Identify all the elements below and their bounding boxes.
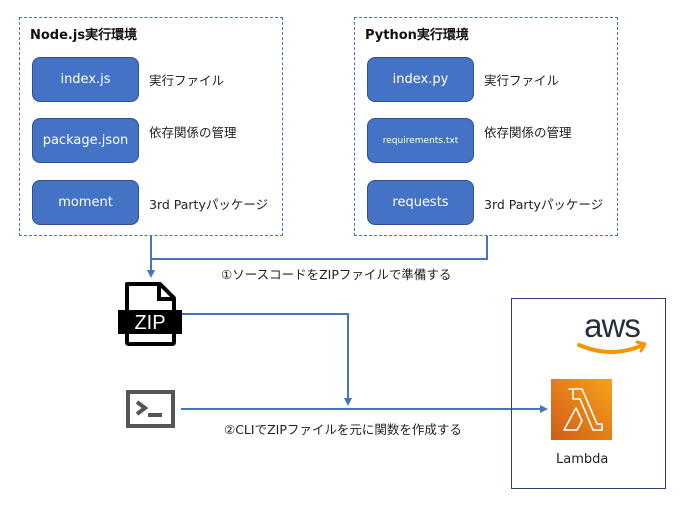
zip-label: ZIP <box>134 312 165 334</box>
connector-python-to-zip <box>151 236 488 260</box>
lambda-icon <box>551 379 612 440</box>
step1-label: ①ソースコードをZIPファイルで準備する <box>221 267 452 282</box>
python-environment: Python実行環境 <box>354 17 618 236</box>
file-box-requirements-txt: requirements.txt <box>367 118 474 163</box>
file-box-package-json: package.json <box>32 118 139 163</box>
aws-logo: aws <box>577 307 647 354</box>
file-description: 実行ファイル <box>149 73 225 88</box>
nodejs-environment: Node.js実行環境 <box>19 17 283 236</box>
zip-file-icon: ZIP <box>118 282 182 346</box>
file-description: 実行ファイル <box>484 73 560 88</box>
file-box-requests: requests <box>367 180 474 225</box>
file-description: 3rd Partyパッケージ <box>484 197 604 212</box>
file-box-index-py: index.py <box>367 57 474 102</box>
file-description: 依存関係の管理 <box>484 125 572 140</box>
terminal-icon <box>126 390 175 428</box>
lambda-label: Lambda <box>556 452 609 467</box>
file-description: 依存関係の管理 <box>149 125 237 140</box>
step2-label: ②CLIでZIPファイルを元に関数を作成する <box>224 422 462 437</box>
aws-cloud-box <box>511 298 666 489</box>
env-title: Node.js実行環境 <box>30 28 138 43</box>
file-description: 3rd Partyパッケージ <box>149 197 269 212</box>
connector-zip-to-cli-line <box>181 313 352 406</box>
file-box-index-js: index.js <box>32 57 139 102</box>
file-box-moment: moment <box>32 180 139 225</box>
env-title: Python実行環境 <box>365 28 469 43</box>
aws-logo-text: aws <box>584 307 640 344</box>
